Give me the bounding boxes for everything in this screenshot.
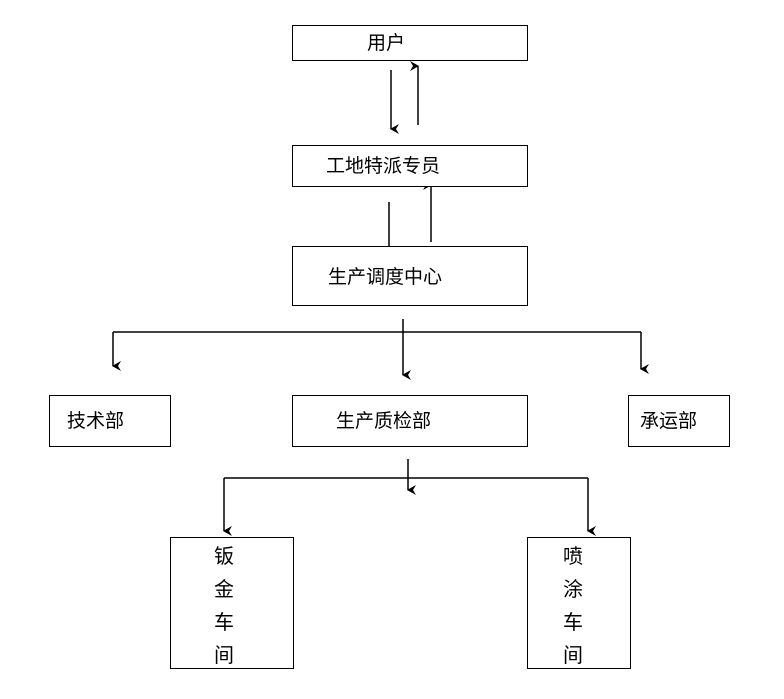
node-tech-dept-label: 技术部	[67, 410, 125, 432]
paint-char-1: 喷	[563, 544, 583, 568]
sheet-metal-char-2: 金	[214, 577, 234, 601]
node-user-label: 用户	[367, 32, 406, 54]
node-quality-dept-label: 生产质检部	[336, 410, 432, 432]
sheet-metal-char-3: 车	[214, 610, 234, 634]
paint-char-4: 间	[563, 643, 583, 667]
node-site-agent-label: 工地特派专员	[326, 155, 441, 177]
node-transport-dept: 承运部	[628, 395, 730, 447]
node-paint-workshop-label: 喷 涂 车 间	[558, 540, 588, 672]
node-sheet-metal-workshop: 钣 金 车 间	[170, 537, 294, 669]
node-site-agent: 工地特派专员	[292, 145, 528, 187]
paint-char-3: 车	[563, 610, 583, 634]
paint-char-2: 涂	[563, 577, 583, 601]
node-quality-dept: 生产质检部	[292, 395, 528, 447]
node-dispatch-center: 生产调度中心	[292, 246, 528, 306]
node-paint-workshop: 喷 涂 车 间	[527, 537, 631, 669]
node-user: 用户	[292, 25, 528, 61]
sheet-metal-char-1: 钣	[214, 544, 234, 568]
node-sheet-metal-workshop-label: 钣 金 车 间	[209, 540, 239, 672]
node-dispatch-center-label: 生产调度中心	[328, 266, 443, 288]
node-transport-dept-label: 承运部	[640, 410, 698, 432]
sheet-metal-char-4: 间	[214, 643, 234, 667]
node-tech-dept: 技术部	[49, 395, 171, 447]
